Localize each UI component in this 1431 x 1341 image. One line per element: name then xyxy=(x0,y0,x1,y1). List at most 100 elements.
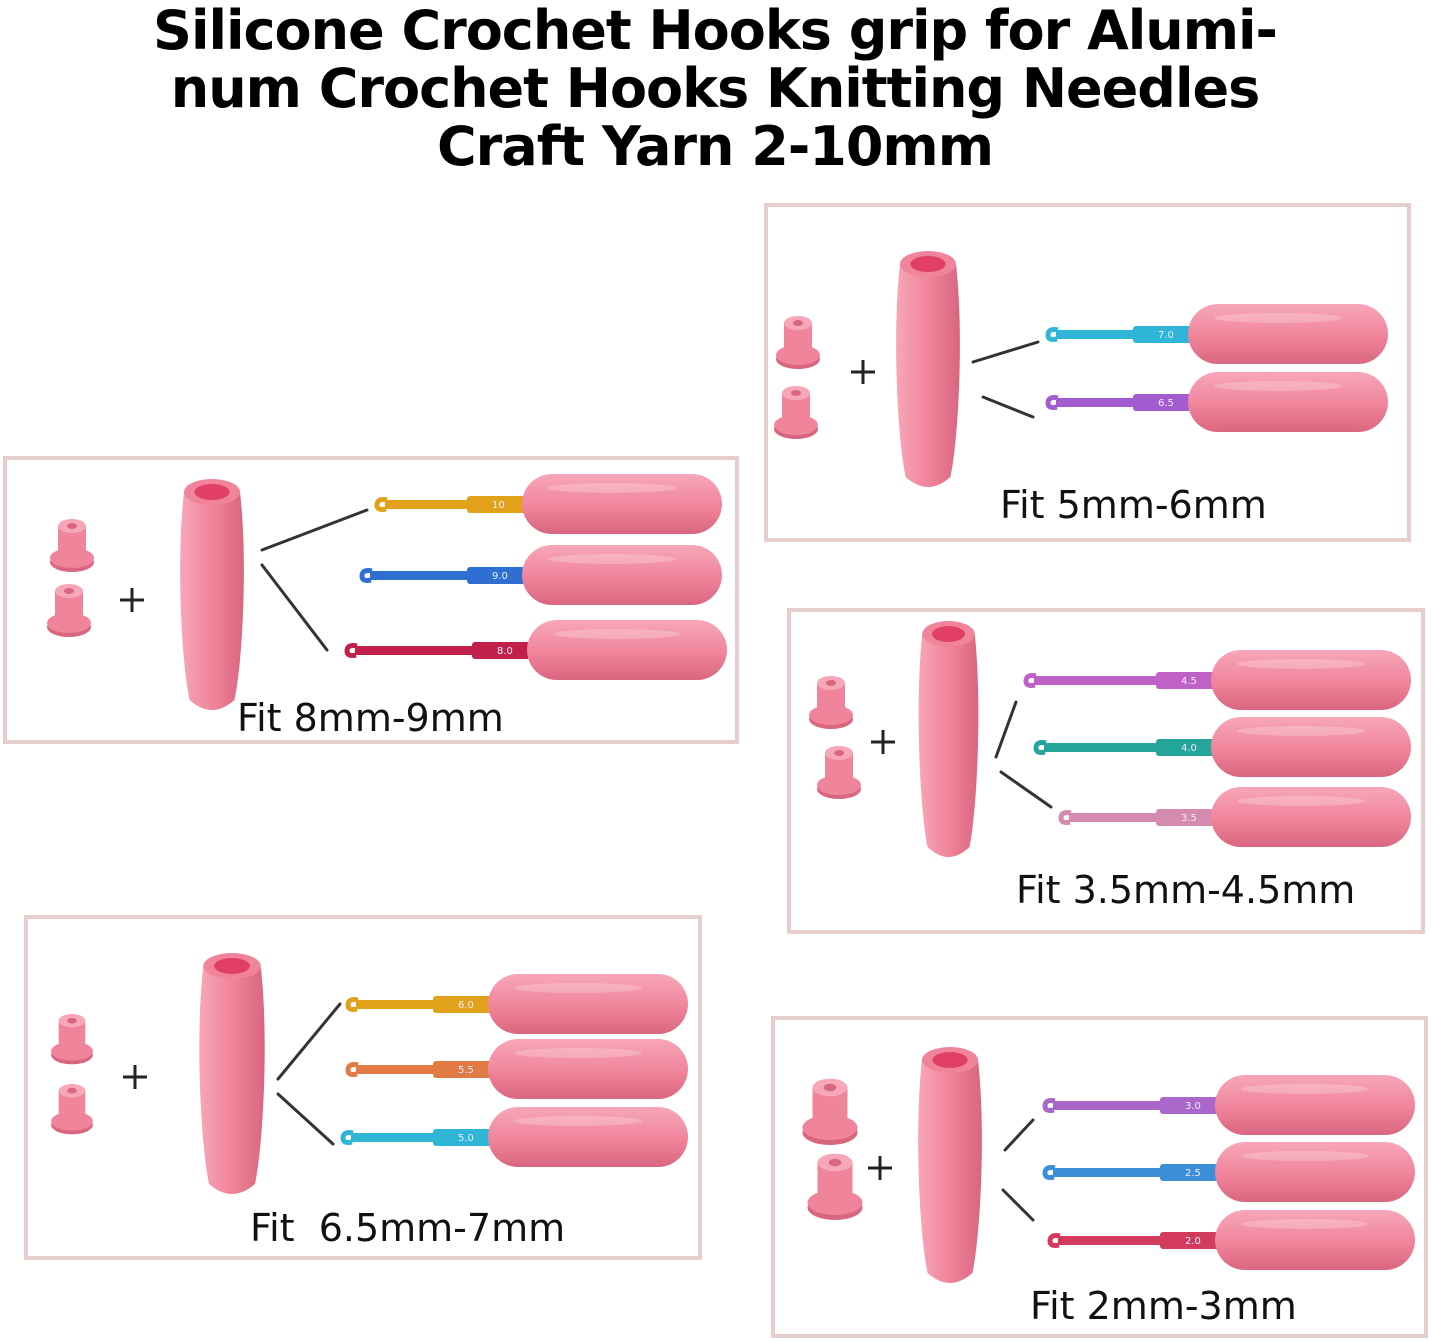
hook-tip xyxy=(1042,1165,1056,1180)
crochet-hook: 5.0 xyxy=(340,1107,688,1167)
plus-icon xyxy=(120,588,144,612)
plus-icon xyxy=(868,1156,892,1180)
stopper-cap xyxy=(51,1084,93,1135)
hook-thumb-rest xyxy=(1160,1164,1220,1181)
crochet-hook: 9.0 xyxy=(359,545,722,605)
plus-icon xyxy=(851,360,875,384)
hook-size-label: 4.5 xyxy=(1181,676,1197,687)
stopper-cap xyxy=(50,519,94,572)
hook-shaft xyxy=(1053,1168,1223,1177)
stopper-cap xyxy=(47,584,91,637)
crochet-hook: 2.5 xyxy=(1042,1142,1415,1202)
hook-thumb-rest xyxy=(1156,739,1216,756)
hook-handle-grip xyxy=(1211,787,1411,847)
crochet-hook: 4.0 xyxy=(1033,717,1411,777)
panel-fit-3.5mm-4.5mm: 4.5 4.0 3.5 Fit 3.5mm-4.5mm xyxy=(787,608,1425,934)
hook-thumb-rest xyxy=(1160,1097,1220,1114)
hook-size-label: 3.5 xyxy=(1181,813,1197,824)
crochet-hook: 10 xyxy=(374,474,722,534)
connector-line xyxy=(999,770,1053,809)
connector-line xyxy=(276,1002,342,1081)
hook-shaft xyxy=(370,571,530,580)
crochet-hook: 7.0 xyxy=(1045,304,1388,364)
large-grip xyxy=(180,479,244,710)
hook-thumb-rest xyxy=(1156,672,1216,689)
title-line-1: Silicone Crochet Hooks grip for Alumi- xyxy=(153,0,1278,62)
crochet-hook: 5.5 xyxy=(345,1039,688,1099)
hook-tip xyxy=(1045,395,1059,410)
stopper-cap xyxy=(817,746,861,799)
fit-label: Fit 5mm-6mm xyxy=(1000,483,1267,527)
hook-handle-grip xyxy=(488,1107,688,1167)
crochet-hook: 8.0 xyxy=(344,620,727,680)
hook-handle-grip xyxy=(1215,1142,1415,1202)
fit-label: Fit 3.5mm-4.5mm xyxy=(1016,868,1356,912)
stopper-cap xyxy=(774,386,818,439)
hook-handle-grip xyxy=(488,1039,688,1099)
hook-shaft xyxy=(1044,743,1219,752)
large-grip xyxy=(918,1047,982,1283)
connector-line xyxy=(276,1092,335,1146)
hook-thumb-rest xyxy=(433,996,493,1013)
plus-icon xyxy=(123,1065,147,1089)
hook-thumb-rest xyxy=(1160,1232,1220,1249)
hook-tip xyxy=(359,568,373,583)
crochet-hook: 3.0 xyxy=(1042,1075,1415,1135)
connector-line xyxy=(260,508,369,552)
hook-handle-grip xyxy=(1211,717,1411,777)
hook-shaft xyxy=(1034,676,1219,685)
stopper-cap xyxy=(809,676,853,729)
crochet-hook: 6.0 xyxy=(345,974,688,1034)
panel-illustration: 3.0 2.5 2.0 xyxy=(802,1047,1415,1283)
hook-handle-grip xyxy=(1215,1075,1415,1135)
stopper-cap xyxy=(802,1078,858,1145)
hook-shaft xyxy=(385,500,530,509)
plus-icon xyxy=(871,730,895,754)
hook-shaft xyxy=(351,1133,496,1142)
hook-tip xyxy=(1047,1233,1061,1248)
hook-thumb-rest xyxy=(1156,809,1216,826)
hook-handle-grip xyxy=(1211,650,1411,710)
hook-thumb-rest xyxy=(433,1129,493,1146)
stopper-cap xyxy=(51,1014,93,1065)
crochet-hook: 6.5 xyxy=(1045,372,1388,432)
hook-shaft xyxy=(1058,1236,1223,1245)
stopper-cap xyxy=(776,316,820,369)
hook-thumb-rest xyxy=(1133,326,1193,343)
fit-label: Fit 6.5mm-7mm xyxy=(250,1206,566,1250)
hook-shaft xyxy=(1053,1101,1223,1110)
hook-tip xyxy=(1058,810,1072,825)
large-grip xyxy=(199,953,265,1194)
connector-line xyxy=(1003,1118,1035,1152)
hook-size-label: 5.0 xyxy=(458,1133,474,1144)
panel-illustration: 6.05.5 5.0 xyxy=(51,953,688,1194)
connector-line xyxy=(994,700,1018,759)
crochet-hook: 2.0 xyxy=(1047,1210,1415,1270)
title-line-3: Craft Yarn 2-10mm xyxy=(437,115,994,178)
hook-tip xyxy=(1045,327,1059,342)
hook-handle-grip xyxy=(488,974,688,1034)
hook-tip xyxy=(345,997,359,1012)
panel-illustration: 7.06.5 xyxy=(774,251,1388,487)
hook-thumb-rest xyxy=(467,567,527,584)
hook-tip xyxy=(1042,1098,1056,1113)
connector-line xyxy=(971,340,1040,364)
hook-thumb-rest xyxy=(472,642,532,659)
hook-size-label: 9.0 xyxy=(492,571,508,582)
hook-tip xyxy=(345,1062,359,1077)
hook-size-label: 2.0 xyxy=(1185,1236,1201,1247)
hook-shaft xyxy=(356,1065,496,1074)
hook-tip xyxy=(374,497,388,512)
hook-thumb-rest xyxy=(467,496,527,513)
hook-tip xyxy=(1023,673,1037,688)
connector-line xyxy=(981,395,1035,419)
connector-line xyxy=(260,563,329,652)
hook-size-label: 3.0 xyxy=(1185,1101,1201,1112)
hook-handle-grip xyxy=(527,620,727,680)
hook-shaft xyxy=(1069,813,1219,822)
hook-size-label: 2.5 xyxy=(1185,1168,1201,1179)
crochet-hook: 3.5 xyxy=(1058,787,1411,847)
